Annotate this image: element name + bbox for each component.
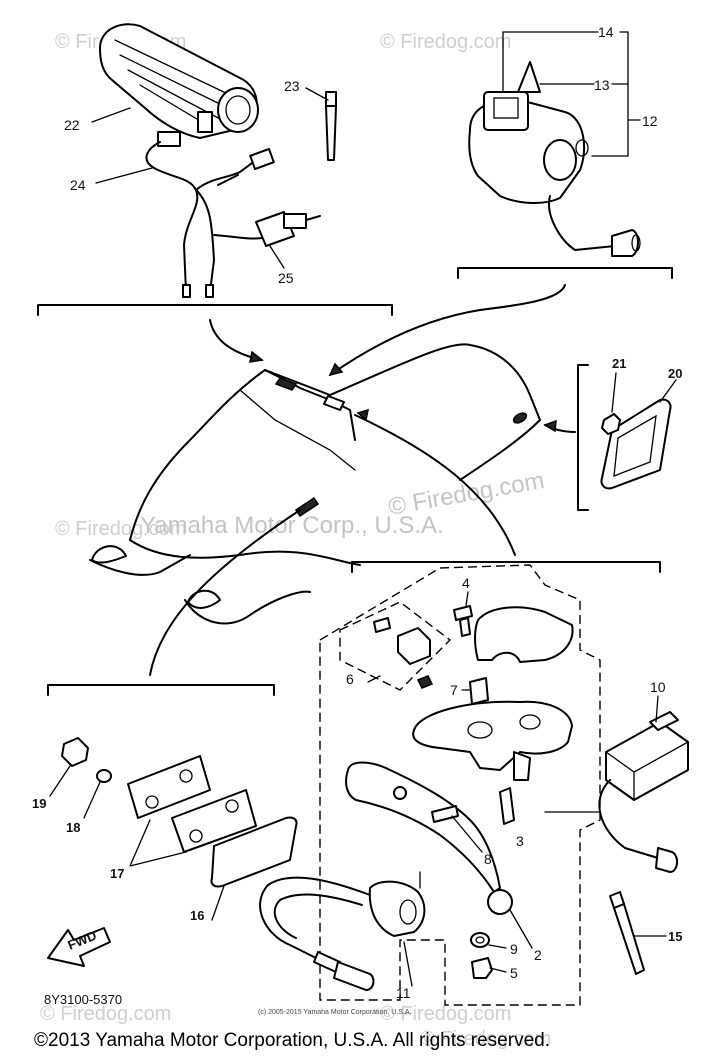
grip-part (99, 23, 259, 139)
callout-14: 14 (598, 24, 614, 40)
callout-3: 3 (516, 833, 524, 849)
callout-6: 6 (346, 671, 354, 687)
watermark: © Firedog.com (55, 518, 186, 540)
handlebar-switch-group (457, 31, 673, 279)
wire-harness-part (145, 131, 275, 298)
toggle-switch-part (255, 211, 321, 247)
callout-9: 9 (510, 941, 518, 957)
callout-15: 15 (668, 929, 682, 944)
callout-8: 8 (484, 851, 492, 867)
grip-heater-group (37, 23, 393, 316)
watermark: © Firedog.com (380, 31, 511, 53)
throttle-assembly-group (259, 561, 689, 1006)
callout-13: 13 (594, 77, 610, 93)
callout-2: 2 (534, 947, 542, 963)
watermark: © Firedog.com (40, 1003, 171, 1025)
callout-16: 16 (190, 908, 204, 923)
watermark: © Firedog.com (380, 1003, 511, 1025)
callout-7: 7 (450, 682, 458, 698)
callout-5: 5 (510, 965, 518, 981)
cable-tie-part (325, 91, 337, 161)
callout-11: 11 (396, 985, 411, 1001)
callout-4: 4 (462, 575, 470, 591)
callout-22: 22 (64, 117, 80, 133)
callout-21: 21 (612, 356, 626, 371)
callout-19: 19 (32, 796, 46, 811)
small-copyright: (c) 2005-2015 Yamaha Motor Corporation, … (258, 1009, 411, 1016)
callout-12: 12 (642, 113, 658, 129)
callout-17: 17 (110, 866, 124, 881)
callout-20: 20 (668, 366, 682, 381)
callout-10: 10 (650, 679, 666, 695)
fwd-arrow-icon: FWD (47, 927, 111, 967)
footer-copyright: ©2013 Yamaha Motor Corporation, U.S.A. A… (34, 1030, 550, 1051)
reflector-group (577, 364, 677, 511)
diagram-part-number: 8Y3100-5370 (44, 992, 122, 1007)
hood-body (89, 284, 576, 676)
callout-25: 25 (278, 270, 294, 286)
callout-18: 18 (66, 820, 80, 835)
callout-24: 24 (70, 177, 86, 193)
watermark-layer: © Firedog.com © Firedog.com © Firedog.co… (40, 31, 551, 1050)
rear-reflector-group: FWD (47, 684, 298, 967)
callout-labels: 22 24 23 25 14 13 12 21 20 4 6 7 10 3 8 … (32, 24, 682, 1001)
callout-23: 23 (284, 78, 300, 94)
watermark: © Firedog.com (420, 1028, 551, 1050)
